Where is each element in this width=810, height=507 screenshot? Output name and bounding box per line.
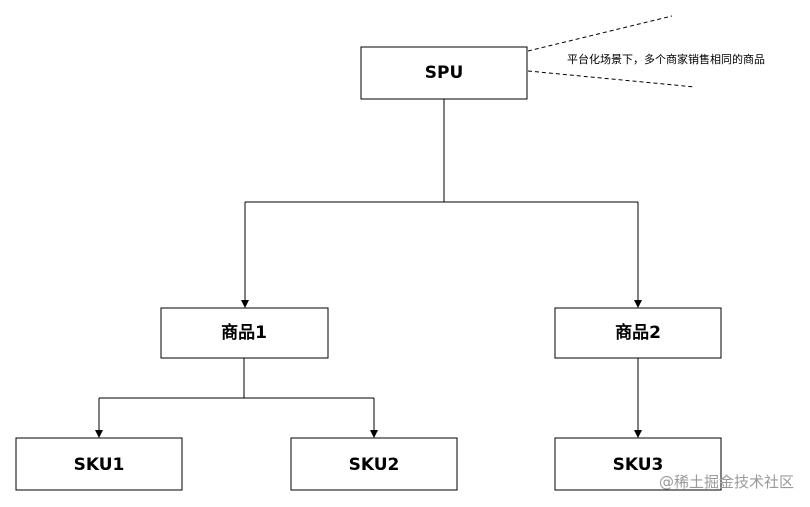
sku3-node-label: SKU3: [613, 455, 664, 475]
annotation-callout-line-top: [527, 15, 673, 52]
product1-node-label: 商品1: [221, 322, 267, 343]
spu-node-label: SPU: [425, 63, 464, 83]
product2-node: 商品2: [554, 307, 722, 359]
watermark-text: @稀土掘金技术社区: [659, 473, 794, 491]
product1-connectors: [95, 358, 378, 438]
sku1-node: SKU1: [15, 437, 183, 491]
annotation-callout-line-bottom: [527, 70, 696, 88]
product2-node-label: 商品2: [615, 322, 661, 343]
annotation-text: 平台化场景下，多个商家销售相同的商品: [567, 52, 765, 66]
sku2-node: SKU2: [290, 437, 458, 491]
spu-node: SPU: [360, 46, 528, 100]
spu-connectors: [241, 99, 642, 308]
sku2-node-label: SKU2: [349, 455, 400, 475]
sku3-node: SKU3: [554, 437, 722, 491]
product1-node: 商品1: [160, 307, 329, 359]
sku1-node-label: SKU1: [74, 455, 125, 475]
